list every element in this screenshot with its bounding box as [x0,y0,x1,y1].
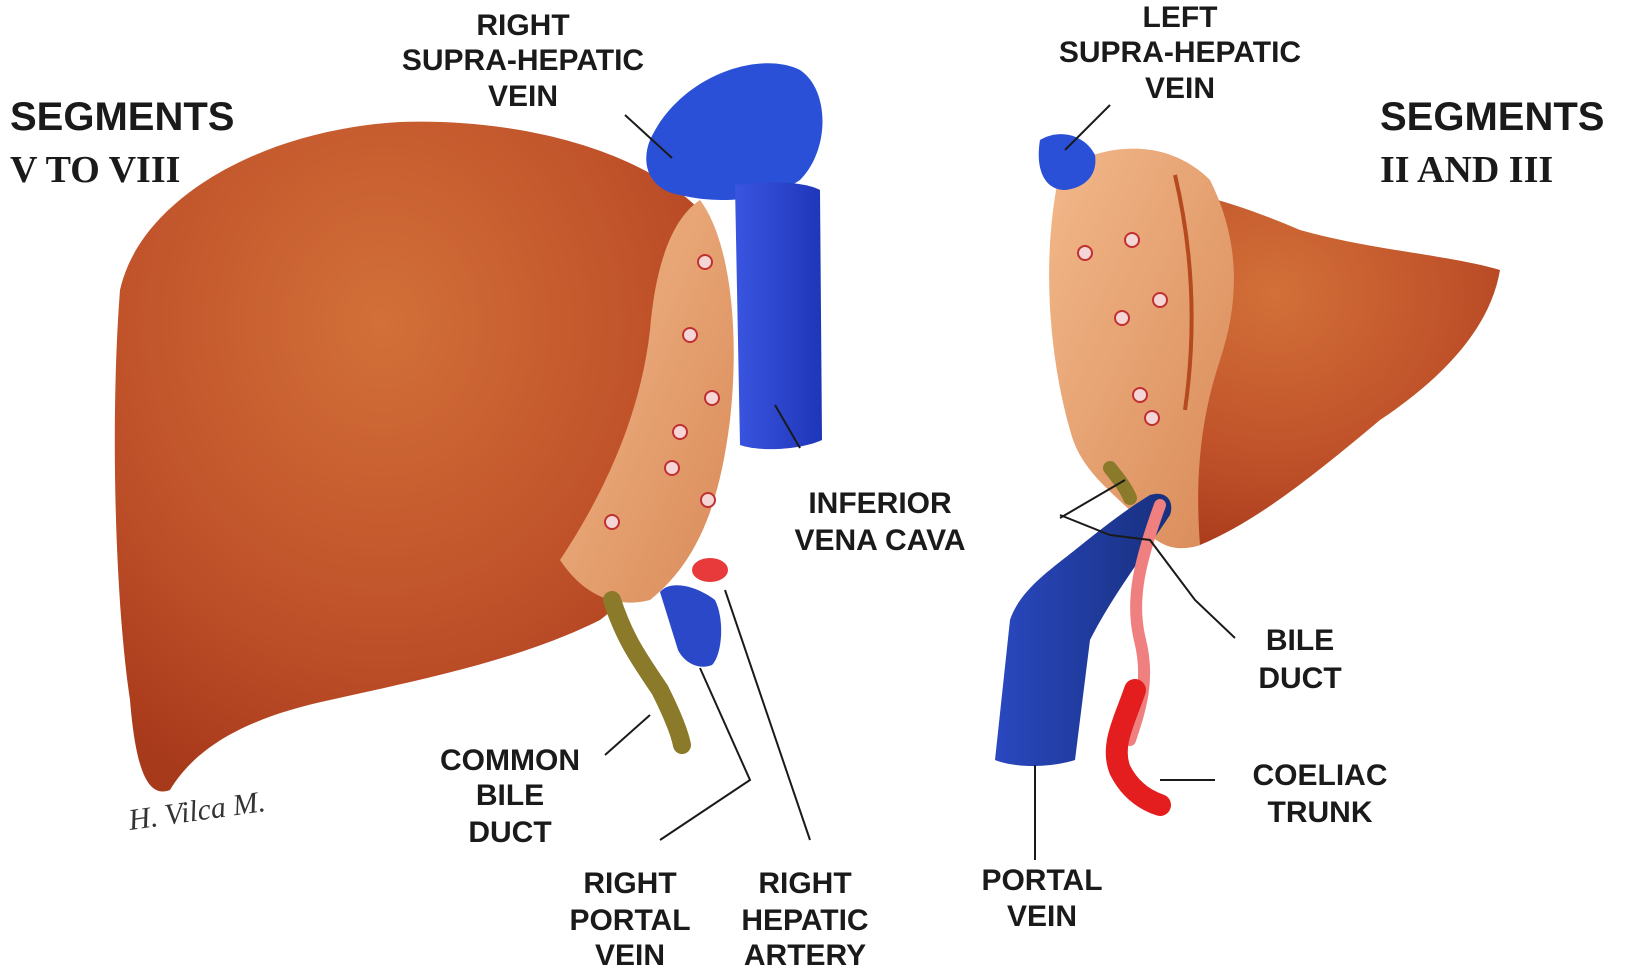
svg-text:RIGHT: RIGHT [758,867,851,900]
label-bile-duct: BILE DUCT [1258,624,1341,695]
label-common-bile-duct: COMMON BILE DUCT [440,744,580,849]
svg-text:VEIN: VEIN [1007,900,1077,933]
svg-text:DUCT: DUCT [468,816,551,849]
coeliac-trunk-shape [1117,690,1160,805]
label-inferior-vena-cava: INFERIOR VENA CAVA [794,487,965,557]
label-right-portal-vein: RIGHT PORTAL VEIN [569,867,690,972]
svg-text:LEFT: LEFT [1143,1,1218,34]
left-liver-illustration [995,134,1500,805]
svg-text:RIGHT: RIGHT [476,9,569,42]
svg-text:RIGHT: RIGHT [583,867,676,900]
svg-text:PORTAL: PORTAL [569,904,690,937]
svg-text:VEIN: VEIN [1145,72,1215,105]
svg-text:PORTAL: PORTAL [981,864,1102,897]
right-supra-hepatic-vein-shape [646,63,822,200]
label-right-hepatic-artery: RIGHT HEPATIC ARTERY [741,867,868,972]
svg-text:INFERIOR: INFERIOR [808,487,952,520]
right-hepatic-artery-shape [692,558,728,582]
svg-text:DUCT: DUCT [1258,662,1341,695]
label-portal-vein: PORTAL VEIN [981,864,1102,933]
svg-text:BILE: BILE [1266,624,1334,657]
label-left-supra-hepatic-vein: LEFT SUPRA-HEPATIC VEIN [1059,1,1301,105]
segments-right-line2: II AND III [1380,149,1553,191]
segments-right-line1: SEGMENTS [1380,95,1604,139]
label-right-supra-hepatic-vein: RIGHT SUPRA-HEPATIC VEIN [402,9,644,113]
svg-text:COMMON: COMMON [440,744,580,777]
label-coeliac-trunk: COELIAC TRUNK [1253,759,1388,829]
segments-left-line1: SEGMENTS [10,95,234,139]
artist-signature: H. Vilca M. [125,785,267,837]
right-portal-vein-shape [660,585,721,666]
svg-text:BILE: BILE [476,779,544,812]
svg-text:COELIAC: COELIAC [1253,759,1388,792]
segments-left-line2: V TO VIII [10,149,180,191]
svg-text:HEPATIC: HEPATIC [741,904,868,937]
right-liver-illustration [115,63,823,791]
svg-text:ARTERY: ARTERY [744,939,866,972]
svg-text:VENA CAVA: VENA CAVA [794,524,965,557]
svg-text:VEIN: VEIN [488,80,558,113]
svg-text:SUPRA-HEPATIC: SUPRA-HEPATIC [1059,36,1301,69]
svg-text:VEIN: VEIN [595,939,665,972]
svg-text:TRUNK: TRUNK [1268,796,1373,829]
svg-text:SUPRA-HEPATIC: SUPRA-HEPATIC [402,44,644,77]
